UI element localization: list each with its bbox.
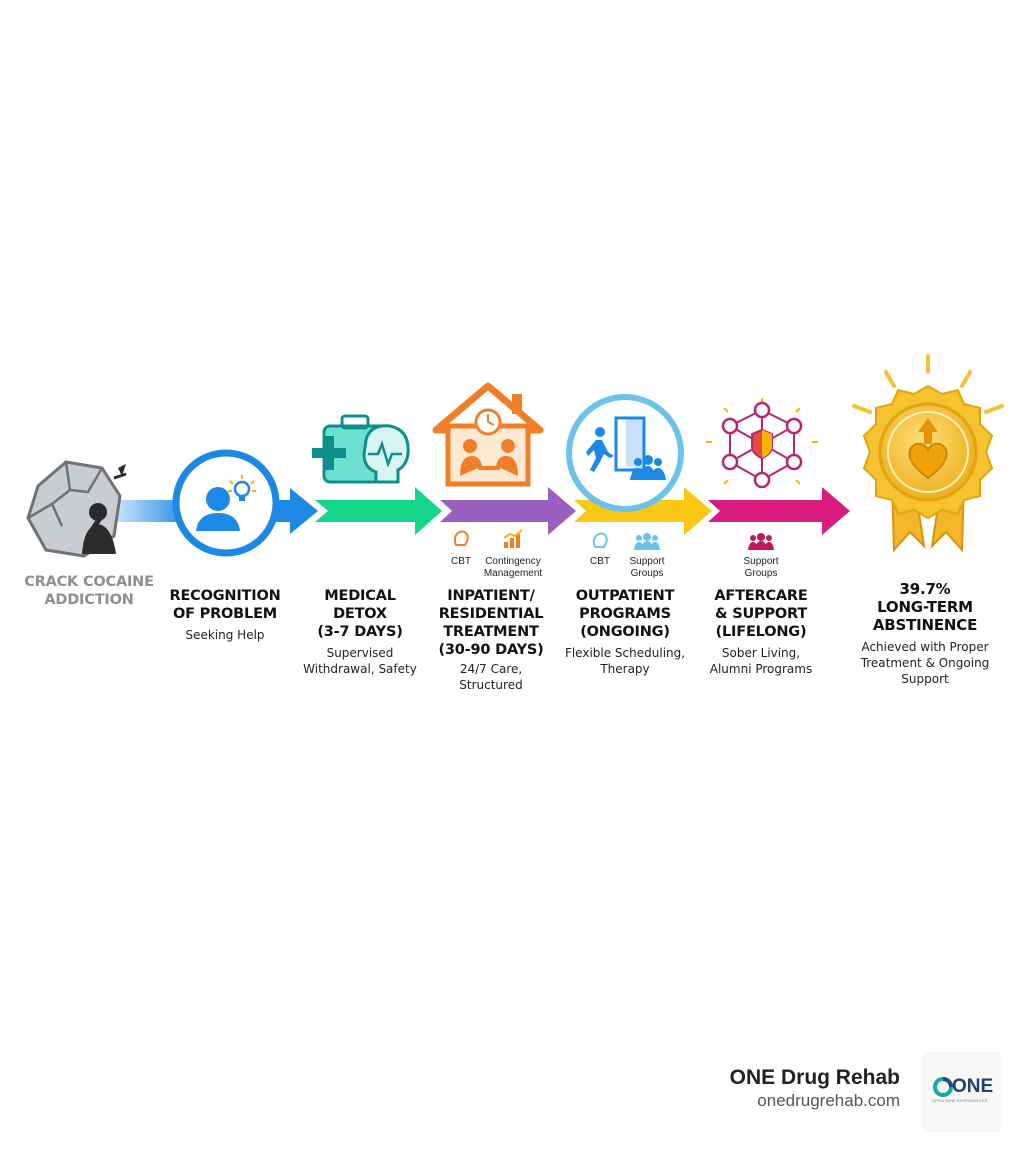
stage-aftercare-title: AFTERCARE & SUPPORT (LIFELONG) bbox=[714, 588, 808, 640]
house-clock-people-icon bbox=[432, 382, 544, 487]
stage-aftercare-desc: Sober Living, Alumni Programs bbox=[709, 646, 813, 676]
walking-out-door-icon bbox=[566, 394, 684, 512]
arrow-outpatient bbox=[574, 487, 712, 535]
cracked-rock-distressed-person-icon bbox=[26, 460, 127, 558]
stage-detox-title: MEDICAL DETOX (3-7 DAYS) bbox=[317, 588, 403, 640]
arrow-detox bbox=[315, 487, 442, 535]
logo-tagline: OPEN NEW EXPERIENCES bbox=[932, 1098, 988, 1103]
outcome-title: 39.7% LONG-TERM ABSTINENCE bbox=[872, 580, 978, 634]
brain-icon bbox=[592, 532, 608, 548]
arrow-aftercare bbox=[708, 487, 850, 535]
logo-text: ONE bbox=[952, 1076, 994, 1097]
group-icon bbox=[748, 533, 774, 550]
growth-chart-icon bbox=[503, 529, 523, 548]
start-fade-band bbox=[110, 500, 190, 522]
person-lightbulb-icon bbox=[172, 449, 280, 557]
stage-detox-desc: Supervised Withdrawal, Safety bbox=[303, 646, 417, 676]
tag-cbt: CBT bbox=[451, 556, 471, 567]
outcome-desc: Achieved with Proper Treatment & Ongoing… bbox=[860, 640, 990, 686]
brand-url[interactable]: onedrugrehab.com bbox=[757, 1091, 900, 1110]
tag-cbt-outpatient: CBT bbox=[590, 556, 610, 567]
stage-inpatient-title: INPATIENT/ RESIDENTIAL TREATMENT (30-90 … bbox=[438, 588, 544, 658]
arrow-recognition bbox=[270, 488, 318, 534]
medical-kit-brain-icon bbox=[312, 414, 410, 484]
stage-inpatient-desc: 24/7 Care, Structured bbox=[459, 662, 523, 692]
group-icon bbox=[634, 533, 660, 550]
tag-support-aftercare: Support Groups bbox=[743, 556, 779, 579]
arrow-inpatient bbox=[440, 487, 576, 535]
support-network-shield-icon bbox=[706, 398, 818, 489]
tag-support-outpatient: Support Groups bbox=[629, 556, 665, 579]
brain-icon bbox=[453, 530, 469, 546]
stage-recognition-title: RECOGNITION OF PROBLEM bbox=[169, 588, 281, 622]
tag-contingency: Contingency Management bbox=[483, 556, 543, 579]
brand-logo: ONE OPEN NEW EXPERIENCES bbox=[922, 1052, 1002, 1132]
start-label: CRACK COCAINE ADDICTION bbox=[24, 574, 154, 608]
stage-outpatient-desc: Flexible Scheduling, Therapy bbox=[564, 646, 686, 676]
stage-recognition-desc: Seeking Help bbox=[185, 628, 265, 642]
stage-outpatient-title: OUTPATIENT PROGRAMS (ONGOING) bbox=[575, 588, 675, 640]
award-medal-heart-icon bbox=[852, 354, 1004, 553]
brand-name: ONE Drug Rehab bbox=[729, 1066, 900, 1089]
logo-ring-icon bbox=[933, 1077, 953, 1097]
